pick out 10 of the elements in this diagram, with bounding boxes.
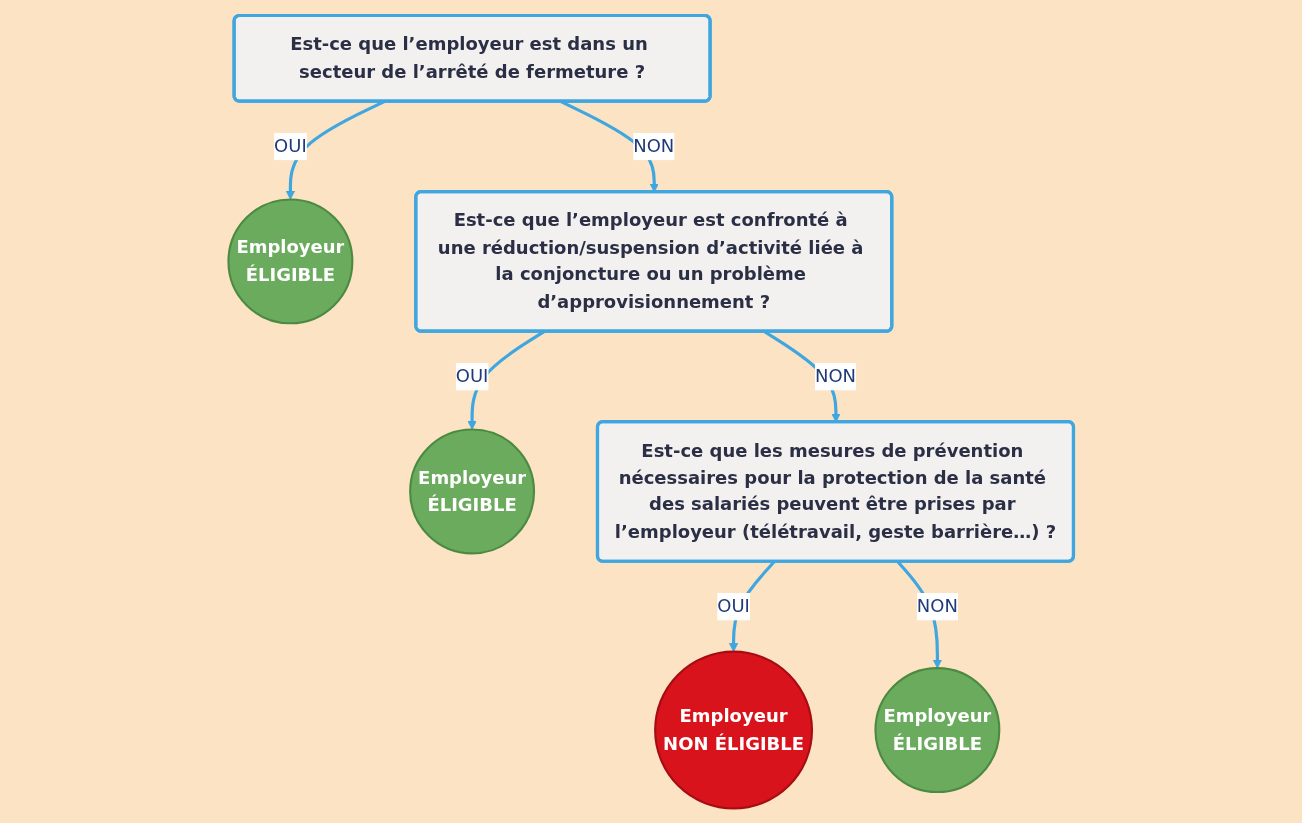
edge-label: OUI (274, 134, 307, 156)
node-circle: Employeur NON ÉLIGIBLE (654, 650, 814, 810)
edge-label: NON (814, 364, 857, 386)
node-circle: Employeur ÉLIGIBLE (874, 666, 1001, 793)
edge-label: NON (916, 594, 958, 616)
node-circle: Employeur ÉLIGIBLE (227, 197, 354, 324)
edge-label: NON (633, 134, 675, 156)
edge-label: OUI (717, 594, 750, 616)
node-circle: Employeur ÉLIGIBLE (409, 427, 536, 554)
edge-label: OUI (455, 364, 489, 386)
